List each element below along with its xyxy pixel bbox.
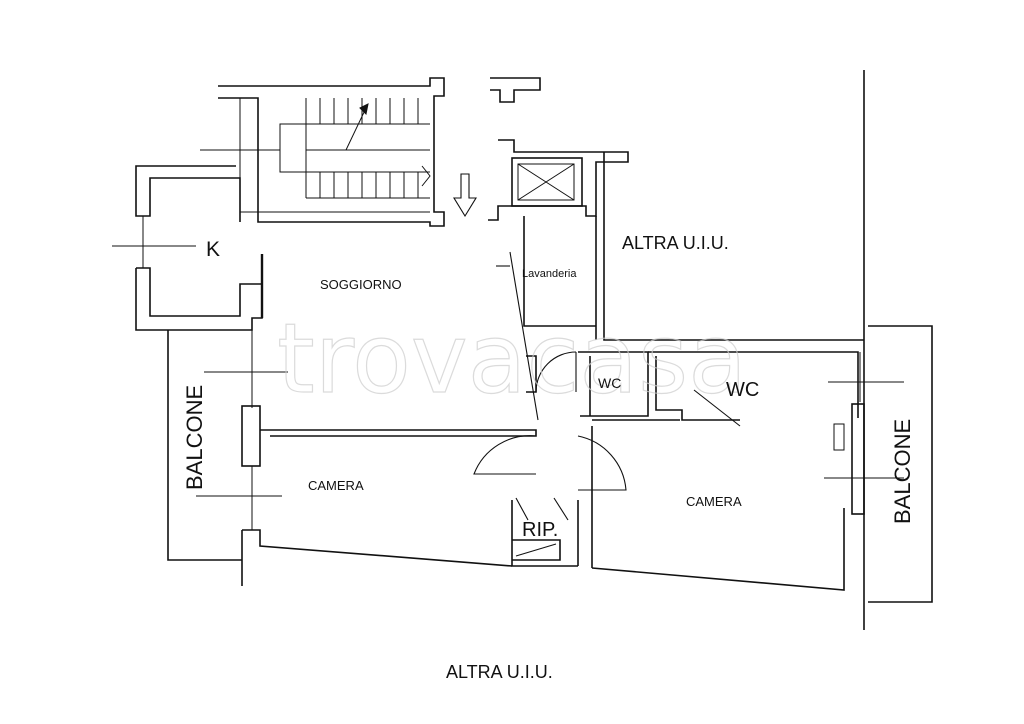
doors [473, 251, 741, 521]
arrow-down-icon [453, 173, 477, 218]
label-other-unit-top: ALTRA U.I.U. [622, 233, 729, 253]
label-other-unit-bottom: ALTRA U.I.U. [446, 662, 553, 682]
staircase-icon [200, 77, 445, 227]
balcony-left-outline [167, 330, 242, 561]
right-exterior-wall [603, 70, 933, 630]
left-exterior-wall [196, 330, 513, 586]
label-balcony-left: BALCONE [182, 385, 207, 490]
watermark: trovacasa [277, 303, 747, 415]
label-kitchen: K [206, 238, 220, 261]
label-living: SOGGIORNO [320, 277, 402, 292]
kitchen-wall [112, 165, 264, 331]
label-bedroom-right: CAMERA [686, 494, 742, 509]
label-bedroom-left: CAMERA [308, 478, 364, 493]
label-balcony-right: BALCONE [890, 419, 915, 524]
interior-walls [260, 216, 859, 591]
elevator-icon [488, 77, 629, 221]
label-wc-large: WC [726, 379, 759, 401]
label-storage: RIP. [522, 519, 558, 541]
label-wc-small: WC [598, 375, 621, 391]
label-laundry: Lavanderia [522, 268, 577, 280]
